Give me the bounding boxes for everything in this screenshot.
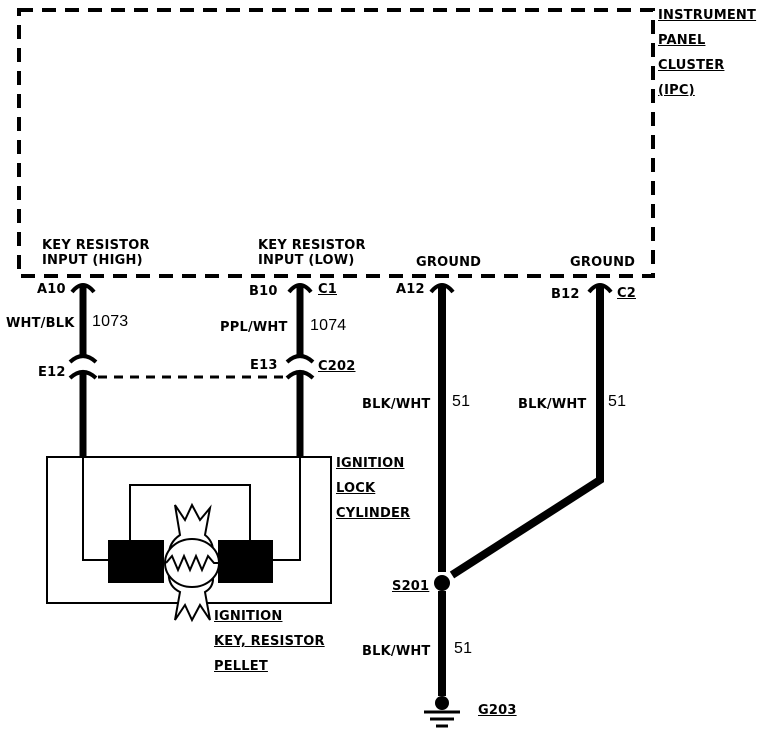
wire-51-right-circuit: 51 (608, 393, 627, 410)
connector-c2: C2 (617, 286, 636, 301)
ground-g203-dot (435, 696, 449, 710)
pellet-line: KEY, RESISTOR (214, 634, 325, 649)
ipc-title-line: PANEL (658, 33, 706, 48)
c202-pin-e13-b (285, 370, 315, 380)
wire-51-left-color: BLK/WHT (362, 397, 431, 412)
key-high-label: KEY RESISTOR INPUT (HIGH) (42, 238, 150, 268)
wire-1073-circuit: 1073 (92, 313, 129, 330)
wire-1074-color: PPL/WHT (220, 320, 288, 335)
pin-b12: B12 (551, 287, 580, 302)
contact-block-right (218, 540, 273, 583)
wire-1074-circuit: 1074 (310, 317, 347, 334)
lock-cylinder-line: CYLINDER (336, 506, 411, 521)
pin-b10: B10 (249, 284, 278, 299)
key-low-line2: INPUT (LOW) (258, 253, 355, 268)
key-low-label: KEY RESISTOR INPUT (LOW) (258, 238, 366, 268)
ipc-title-line: INSTRUMENT (658, 8, 757, 23)
wire-51-right-color: BLK/WHT (518, 397, 587, 412)
socket-b12 (587, 283, 613, 294)
key-low-line1: KEY RESISTOR (258, 238, 366, 253)
splice-s201-label: S201 (392, 579, 430, 594)
pin-a10: A10 (37, 282, 66, 297)
ground-g203-label: G203 (478, 703, 517, 718)
wire-51-right (449, 286, 604, 579)
ipc-boundary (17, 8, 655, 278)
wire-51-bottom-color: BLK/WHT (362, 644, 431, 659)
wire-1073-color: WHT/BLK (6, 316, 75, 331)
lock-inner-top (129, 484, 251, 540)
pellet-line: IGNITION (214, 609, 283, 624)
pellet-label: IGNITION KEY, RESISTOR PELLET (214, 604, 325, 679)
lock-cylinder-line: IGNITION (336, 456, 405, 471)
c202-pin-e12-b (68, 370, 98, 380)
socket-a10 (70, 283, 96, 294)
c202-pin-e12 (68, 354, 98, 364)
contact-block-left (108, 540, 164, 583)
lock-inner-right (272, 458, 301, 561)
wire-51-left-circuit: 51 (452, 393, 471, 410)
c202-pin-e13 (285, 354, 315, 364)
key-high-line1: KEY RESISTOR (42, 238, 150, 253)
ipc-title-line: CLUSTER (658, 58, 725, 73)
splice-s201-dot (434, 575, 450, 591)
lock-inner-left (82, 458, 108, 561)
pin-e12: E12 (38, 365, 66, 380)
socket-a12 (429, 283, 455, 294)
ipc-title-line: (IPC) (658, 83, 695, 98)
connector-c1: C1 (318, 282, 337, 297)
resistor-zigzag-icon (165, 553, 218, 573)
key-high-line2: INPUT (HIGH) (42, 253, 143, 268)
socket-b10 (287, 283, 313, 294)
ground-b-label: GROUND (570, 255, 636, 270)
ground-a-label: GROUND (416, 255, 482, 270)
wire-51-bottom-circuit: 51 (454, 640, 473, 657)
pin-e13: E13 (250, 358, 278, 373)
lock-cylinder-line: LOCK (336, 481, 376, 496)
ipc-title: INSTRUMENT PANEL CLUSTER (IPC) (658, 3, 756, 103)
lock-cylinder-label: IGNITION LOCK CYLINDER (336, 451, 410, 526)
connector-c202: C202 (318, 359, 356, 374)
pin-a12: A12 (396, 282, 425, 297)
pellet-line: PELLET (214, 659, 268, 674)
